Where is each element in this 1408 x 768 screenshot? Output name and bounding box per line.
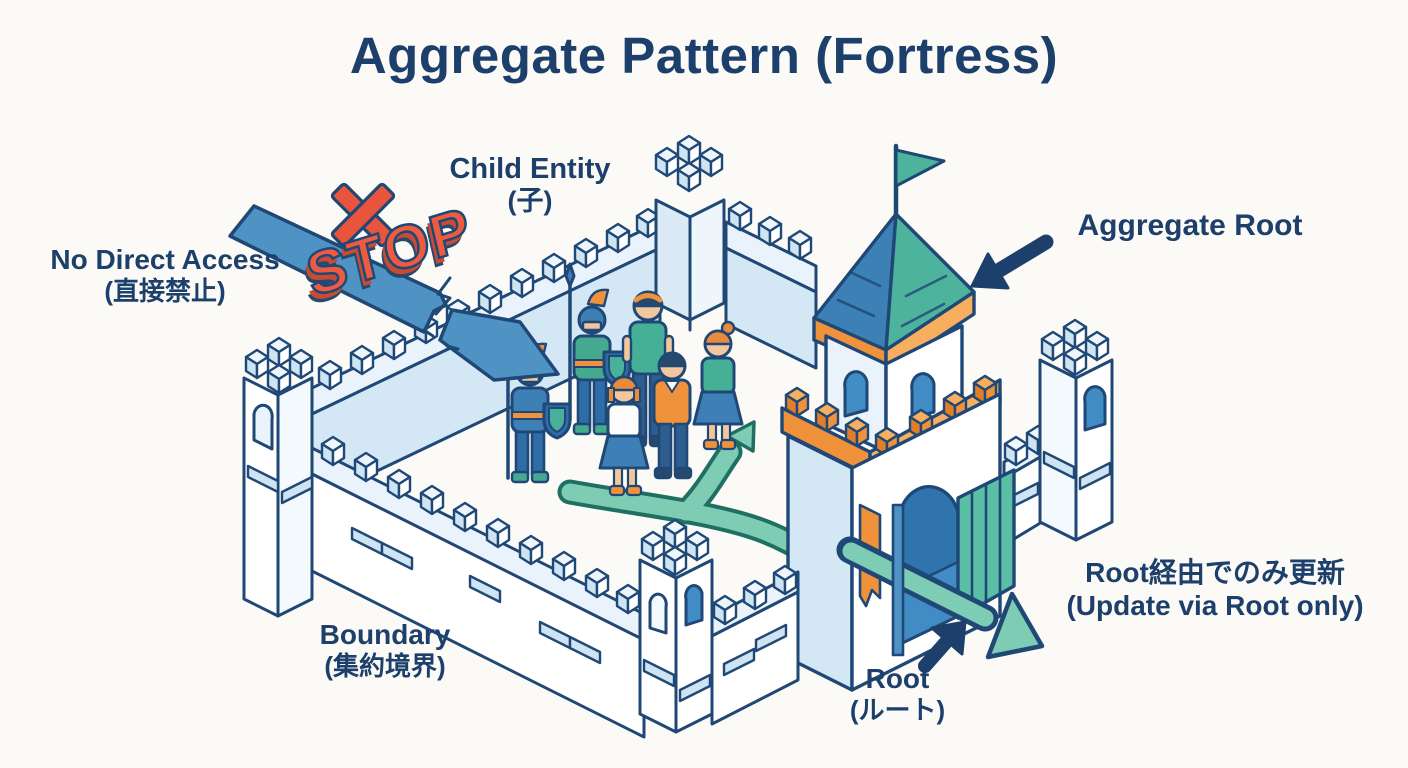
label-no-direct-access-en: No Direct Access — [50, 244, 280, 275]
gate-door — [956, 468, 1016, 620]
x-mark-icon — [330, 182, 396, 248]
label-update-via-root-ja: Root経由でのみ更新 — [1085, 557, 1345, 588]
east-corner-tower — [1038, 318, 1114, 542]
gate-post — [891, 503, 905, 657]
label-child-entity-en: Child Entity — [449, 153, 611, 185]
label-boundary-en: Boundary — [319, 619, 451, 650]
crack-icon — [422, 276, 460, 351]
woman-figure-right — [692, 320, 744, 451]
label-boundary-ja: (集約境界) — [324, 651, 446, 682]
west-corner-tower — [242, 336, 314, 618]
diagram-title: Aggregate Pattern (Fortress) — [349, 27, 1059, 84]
label-aggregate-root-text: Aggregate Root — [1077, 209, 1303, 242]
root-pointer-arrow — [918, 620, 967, 673]
no-direct-access-arrow — [228, 204, 560, 382]
label-boundary: Boundary (集約境界) — [270, 618, 500, 682]
label-root-ja: (ルート) — [849, 695, 946, 726]
back-corner-tower — [654, 134, 726, 332]
man-figure-orange — [652, 351, 693, 480]
update-via-root-arrow — [836, 536, 1045, 660]
label-root: Root (ルート) — [820, 662, 975, 726]
knight-figure-back — [564, 262, 632, 436]
southeast-wall — [710, 564, 800, 726]
label-no-direct-access: No Direct Access (直接禁止) — [15, 243, 315, 307]
label-child-entity-ja: (子) — [507, 186, 553, 217]
courtyard-path — [557, 420, 825, 569]
northeast-wall — [724, 200, 818, 370]
label-root-en: Root — [865, 663, 930, 694]
aggregate-root-pointer-arrow — [970, 234, 1054, 290]
label-no-direct-access-ja: (直接禁止) — [104, 276, 226, 307]
label-update-via-root: Root経由でのみ更新 (Update via Root only) — [1025, 556, 1405, 622]
girl-figure-white — [598, 375, 650, 497]
label-child-entity: Child Entity (子) — [395, 152, 665, 218]
child-entity-figures — [502, 262, 744, 497]
southwest-wall — [310, 435, 646, 739]
label-aggregate-root: Aggregate Root — [1040, 208, 1340, 243]
flag-icon — [893, 143, 946, 217]
label-update-via-root-en: (Update via Root only) — [1066, 590, 1364, 622]
south-corner-tower — [638, 518, 714, 734]
